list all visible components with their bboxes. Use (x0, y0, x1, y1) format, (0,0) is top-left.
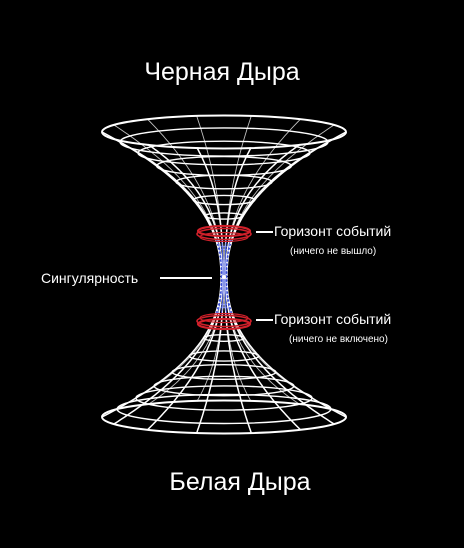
event-horizon-top-note: (ничего не вышло) (290, 246, 376, 257)
wireframe-meridian (225, 276, 301, 405)
throat-line (216, 239, 223, 314)
wireframe-meridian (225, 119, 301, 276)
throat-line (226, 239, 233, 315)
wormhole-wireframe (101, 114, 347, 435)
wireframe-meridian (226, 277, 347, 418)
wireframe-meridian (101, 277, 222, 418)
throat-line (215, 239, 222, 315)
event-horizon-bottom-ring (196, 312, 252, 331)
throat-line (225, 239, 232, 314)
wireframe-ring (155, 155, 293, 177)
white-hole-title: Белая Дыра (169, 468, 310, 496)
wireframe-meridian (147, 119, 223, 276)
singularity-point (222, 275, 226, 279)
black-hole-title: Черная Дыра (144, 58, 299, 86)
wireframe-meridian (147, 276, 223, 405)
singularity-label: Сингулярность (41, 270, 138, 286)
event-horizon-top-ring (196, 224, 252, 243)
event-horizon-top-label: Горизонт событий (274, 223, 391, 239)
event-horizon-bottom-note: (ничего не включено) (289, 334, 388, 345)
event-horizon-bottom-label: Горизонт событий (274, 311, 391, 327)
wireframe-ring (101, 399, 347, 435)
wireframe-ring (101, 114, 347, 150)
